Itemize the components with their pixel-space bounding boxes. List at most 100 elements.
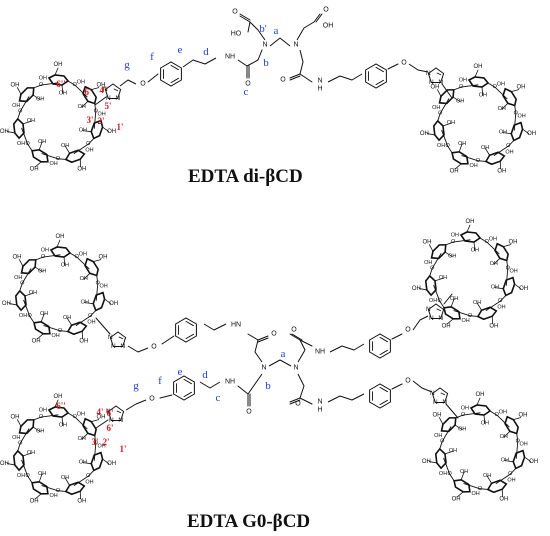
position-label-red: 5' [104, 101, 111, 111]
glucose-unit [443, 305, 461, 320]
atom-label: OH [473, 300, 481, 306]
atom-label: OH [59, 422, 67, 428]
atom-label: OH [422, 459, 431, 465]
atom-label: OH [41, 248, 49, 254]
bond [159, 394, 173, 399]
atom-label: O [451, 239, 456, 245]
atom-label: N [317, 78, 322, 85]
glucose-unit [12, 449, 25, 472]
glycosidic-bond [19, 428, 30, 444]
atom-label: OH [100, 283, 108, 289]
atom-label: HO [231, 31, 242, 38]
hydroxyl-bond [486, 475, 492, 484]
bond [237, 385, 249, 395]
atom-label: OH [85, 148, 93, 154]
triazole-ring [427, 67, 445, 83]
atom-label: O [506, 265, 511, 271]
glycosidic-bond [505, 267, 509, 286]
glycosidic-bond [35, 256, 44, 261]
position-label-blue: a [281, 348, 286, 360]
atom-label: OH [507, 478, 515, 484]
atom-label: O [440, 438, 445, 444]
hydroxyl-bond [452, 96, 461, 103]
atom-label: OH [439, 275, 447, 281]
position-label-blue: b' [259, 23, 267, 35]
bond-chain [199, 381, 221, 389]
benzene-double-bond [379, 336, 388, 343]
glycosidic-bond [507, 139, 515, 147]
glucose-unit [434, 447, 447, 470]
cyclodextrin-layer [6, 67, 532, 500]
triazole-double-bond [113, 88, 119, 92]
position-label-blue: b [263, 57, 269, 69]
atom-label: OH [61, 262, 69, 268]
atom-label: OH [52, 333, 60, 339]
position-label-red: 4' [96, 407, 103, 417]
glycosidic-bond [73, 475, 89, 487]
atom-label: O [18, 440, 23, 446]
atom-label: HN [231, 322, 241, 329]
atom-label: OH [107, 461, 116, 467]
atom-label: O [245, 81, 251, 88]
benzene-double-bond [379, 399, 388, 406]
triazole-double-bond [118, 336, 124, 340]
glycosidic-bond [87, 469, 95, 477]
atom-label: OH [474, 64, 483, 70]
atom-label: OH [499, 130, 507, 136]
position-label-blue: e [178, 366, 183, 378]
glycosidic-bond [499, 294, 507, 302]
bond [95, 419, 109, 429]
atom-label: O [75, 254, 80, 260]
position-label-red: 6' [84, 87, 91, 97]
atom-label: OH [412, 286, 421, 292]
atom-label: O [478, 486, 483, 492]
atom-label: OH [459, 78, 467, 84]
hydroxyl-bond [450, 298, 455, 308]
bond-chain [127, 345, 149, 353]
atom-label: O [461, 412, 466, 418]
glycosidic-bond [21, 268, 32, 284]
position-label-red: 2' [102, 437, 109, 447]
bond [313, 13, 321, 23]
atom-label: OH [509, 240, 518, 246]
triazole-ring [427, 303, 445, 319]
position-label-blue: d [203, 46, 209, 58]
benzene-double-bond [170, 77, 179, 84]
atom-label: OH [77, 411, 85, 417]
hydroxyl-bond [6, 463, 16, 466]
glycosidic-bond [29, 315, 35, 324]
hydroxyl-bond [16, 87, 22, 95]
atom-label: N [293, 42, 298, 49]
glycosidic-bond [42, 254, 61, 258]
hydroxyl-bond [90, 419, 100, 422]
glucose-unit [90, 451, 104, 472]
glycosidic-bond [21, 127, 29, 145]
hydroxyl-bond [444, 251, 453, 258]
bond [445, 403, 459, 419]
glucose-unit [451, 150, 469, 165]
hydroxyl-bond [37, 333, 44, 340]
atom-label: OH [38, 139, 46, 145]
glucose-unit [453, 478, 471, 493]
glycosidic-bond [495, 473, 511, 485]
atom-label: OH [50, 161, 58, 167]
atom-label: O [58, 328, 63, 334]
glycosidic-bond [477, 160, 487, 162]
hydroxyl-bond [82, 462, 92, 465]
glycosidic-bond [94, 435, 97, 444]
atom-label: OH [448, 254, 456, 260]
glucose-unit [432, 119, 445, 142]
atom-label: OH [500, 434, 508, 440]
atom-label: OH [17, 473, 25, 479]
hydroxyl-bond [510, 89, 520, 92]
hydroxyl-bond [501, 102, 509, 110]
atom-label: OH [107, 129, 116, 135]
atom-label: OH [447, 120, 455, 126]
hydroxyl-bond [102, 126, 110, 132]
glycosidic-bond [19, 282, 23, 292]
hydroxyl-bond [503, 430, 511, 438]
glycosidic-bond [515, 440, 519, 459]
glycosidic-bond [441, 426, 452, 442]
atom-label: O [56, 156, 61, 162]
glycosidic-bond [455, 414, 464, 419]
